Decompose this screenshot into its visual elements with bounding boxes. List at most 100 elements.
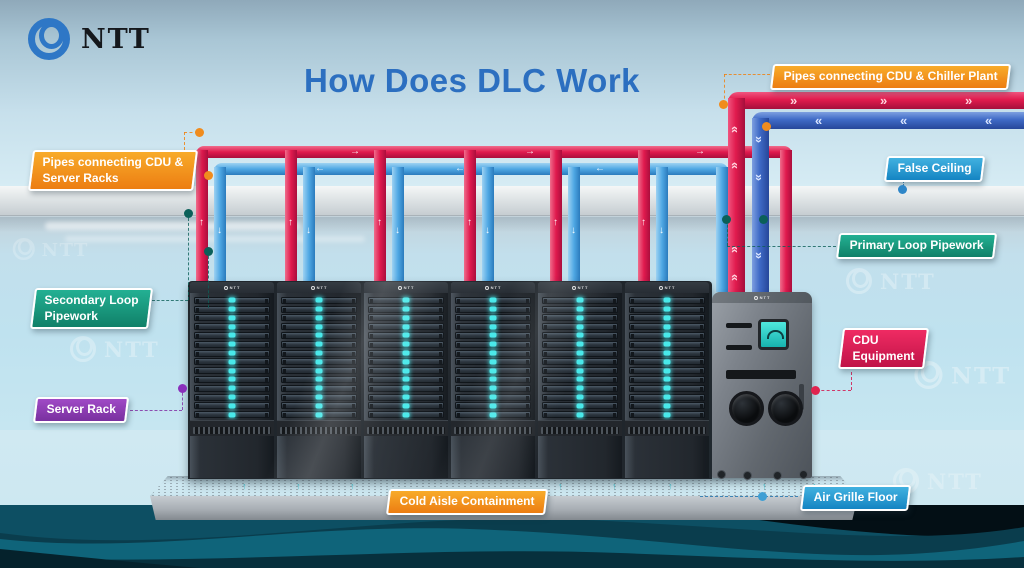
ntt-logo: NTT	[28, 18, 151, 60]
server-row	[194, 340, 270, 348]
connector-line	[208, 251, 209, 308]
connector-dot	[811, 386, 820, 395]
flow-chevron-left-icon: «	[900, 113, 907, 128]
led-indicator	[576, 332, 584, 338]
server-row	[194, 411, 270, 419]
server-row	[455, 402, 531, 410]
vent-arrow-icon: ↑	[296, 481, 301, 491]
connector-dot	[762, 122, 771, 131]
led-indicator	[489, 332, 497, 338]
flow-down-icon: ↓	[659, 225, 664, 236]
led-indicator	[576, 403, 584, 409]
led-indicator	[663, 359, 671, 365]
led-indicator	[402, 306, 410, 312]
led-indicator	[489, 306, 497, 312]
ntt-logo-icon	[28, 18, 70, 60]
led-indicator	[402, 315, 410, 321]
led-indicator	[228, 315, 236, 321]
flow-chevron-left-icon: «	[815, 113, 822, 128]
flow-chevron-up-icon: »	[726, 247, 742, 254]
server-row	[629, 384, 705, 392]
ntt-mini-ring-icon	[397, 285, 402, 290]
server-row	[194, 314, 270, 322]
server-row	[455, 349, 531, 357]
tag-cdu-equipment: CDU Equipment	[838, 328, 930, 370]
secondary-hot-pipe-vertical	[638, 150, 650, 286]
tag-label: Secondary Loop Pipework	[44, 293, 139, 323]
tag-chiller-pipes: Pipes connecting CDU & Chiller Plant	[770, 64, 1012, 90]
flow-chevron-down-icon: «	[750, 253, 766, 260]
led-indicator	[315, 403, 323, 409]
flow-chevron-left-icon: «	[985, 113, 992, 128]
flow-left-icon: ←	[595, 163, 605, 174]
secondary-hot-pipe-vertical	[550, 150, 562, 286]
ntt-watermark-ring-icon	[914, 360, 943, 390]
led-indicator	[663, 306, 671, 312]
led-indicator	[228, 306, 236, 312]
led-indicator	[315, 412, 323, 418]
led-indicator	[315, 324, 323, 330]
server-row	[542, 384, 618, 392]
led-indicator	[576, 368, 584, 374]
flow-right-icon: →	[695, 146, 705, 157]
server-row	[455, 367, 531, 375]
server-row	[368, 375, 444, 383]
ntt-mini-logo: NTT	[759, 295, 771, 300]
vent-arrow-icon: ↑	[242, 481, 247, 491]
connector-dot	[184, 209, 193, 218]
cdu-caster-wheel	[799, 470, 808, 479]
led-indicator	[315, 350, 323, 356]
connector-line	[851, 372, 852, 390]
server-row	[368, 340, 444, 348]
server-row	[455, 323, 531, 331]
connector-line	[184, 132, 198, 133]
server-row	[455, 375, 531, 383]
rack-body	[538, 293, 622, 419]
led-indicator	[489, 315, 497, 321]
rack-header: NTT	[625, 282, 709, 293]
server-row	[455, 358, 531, 366]
server-row	[629, 375, 705, 383]
rack-base	[538, 419, 622, 436]
connector-line	[724, 74, 770, 75]
server-row	[281, 367, 357, 375]
server-rack-cabinet: NTT	[625, 282, 709, 478]
connector-dot	[195, 128, 204, 137]
server-row	[281, 340, 357, 348]
secondary-cold-pipe-vertical	[482, 167, 494, 286]
led-indicator	[315, 376, 323, 382]
led-indicator	[402, 385, 410, 391]
server-row	[455, 314, 531, 322]
tag-label: Pipes connecting CDU & Chiller Plant	[783, 69, 998, 83]
led-indicator	[576, 412, 584, 418]
server-rack-cabinet: NTT	[451, 282, 535, 478]
server-row	[368, 349, 444, 357]
server-row	[629, 367, 705, 375]
led-indicator	[489, 403, 497, 409]
cdu-side-vent	[799, 384, 804, 410]
server-row	[629, 331, 705, 339]
led-indicator	[489, 385, 497, 391]
rack-body	[625, 293, 709, 419]
led-indicator	[228, 368, 236, 374]
led-indicator	[315, 394, 323, 400]
led-indicator	[663, 341, 671, 347]
rack-base	[364, 419, 448, 436]
led-indicator	[402, 412, 410, 418]
server-row	[629, 411, 705, 419]
led-indicator	[402, 368, 410, 374]
ntt-mini-ring-icon	[658, 285, 663, 290]
connector-line	[724, 74, 725, 104]
rack-header: NTT	[538, 282, 622, 293]
server-row	[194, 384, 270, 392]
tag-label: Cold Aisle Containment	[399, 494, 535, 508]
tag-server-pipes: Pipes connecting CDU & Server Racks	[28, 150, 198, 192]
server-row	[368, 393, 444, 401]
tag-label: CDU Equipment	[852, 333, 915, 363]
rack-header: NTT	[277, 282, 361, 293]
ntt-watermark: NTT	[70, 336, 160, 362]
primary-hot-pipe-vertical	[728, 98, 745, 292]
led-indicator	[576, 350, 584, 356]
server-row	[194, 349, 270, 357]
